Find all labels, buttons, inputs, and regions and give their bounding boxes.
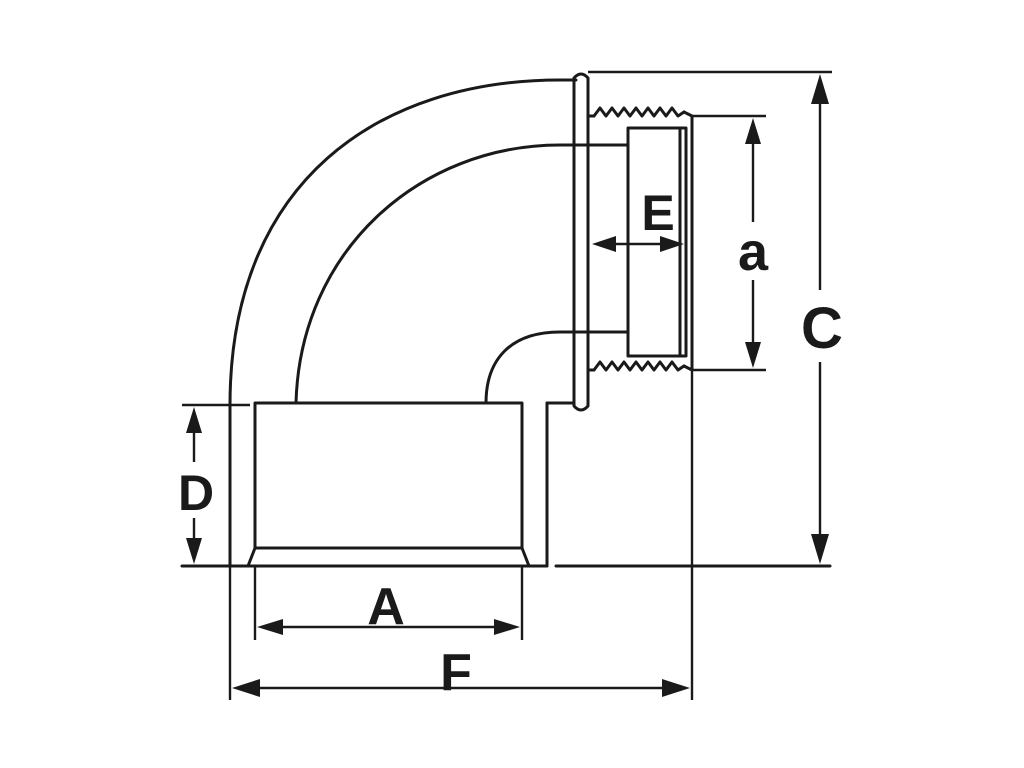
male-threaded-end — [586, 106, 694, 372]
dim-D-arrow-bottom — [186, 538, 202, 564]
dim-E-arrow-right — [660, 236, 684, 252]
socket-outline — [253, 401, 524, 550]
thread-outer-contour — [586, 110, 694, 372]
thread-bottom — [592, 360, 686, 372]
dim-A-arrow-right — [494, 619, 520, 635]
dim-E-arrow-left — [592, 236, 616, 252]
elbow-body — [180, 72, 832, 568]
dim-C-arrow-bottom — [811, 534, 829, 564]
dimension-D: D — [178, 403, 250, 564]
dimension-C: C — [588, 70, 843, 564]
dimension-E: E — [592, 185, 684, 252]
socket-chamfer — [246, 546, 531, 568]
dim-F-arrow-right — [662, 679, 690, 697]
dim-F-arrow-left — [232, 679, 260, 697]
thread-top — [592, 106, 686, 118]
collar-flange — [572, 72, 590, 412]
dim-D-arrow-top — [186, 407, 202, 433]
dim-a-arrow-bottom — [745, 342, 761, 368]
label-E: E — [641, 185, 674, 241]
dimension-F: F — [228, 370, 694, 702]
inner-bend-contour — [294, 143, 630, 405]
label-F: F — [440, 644, 472, 702]
dimension-a: a — [692, 114, 769, 372]
dimension-A: A — [253, 566, 524, 640]
dim-C-arrow-top — [811, 74, 829, 104]
bore-rectangle — [626, 126, 688, 358]
dim-a-arrow-top — [745, 118, 761, 144]
label-A: A — [367, 578, 405, 636]
outer-bend-contour — [228, 78, 578, 407]
label-C: C — [801, 296, 843, 361]
label-D: D — [178, 465, 214, 521]
label-a: a — [738, 222, 769, 282]
crotch-contour — [484, 330, 630, 405]
dim-A-arrow-left — [257, 619, 283, 635]
